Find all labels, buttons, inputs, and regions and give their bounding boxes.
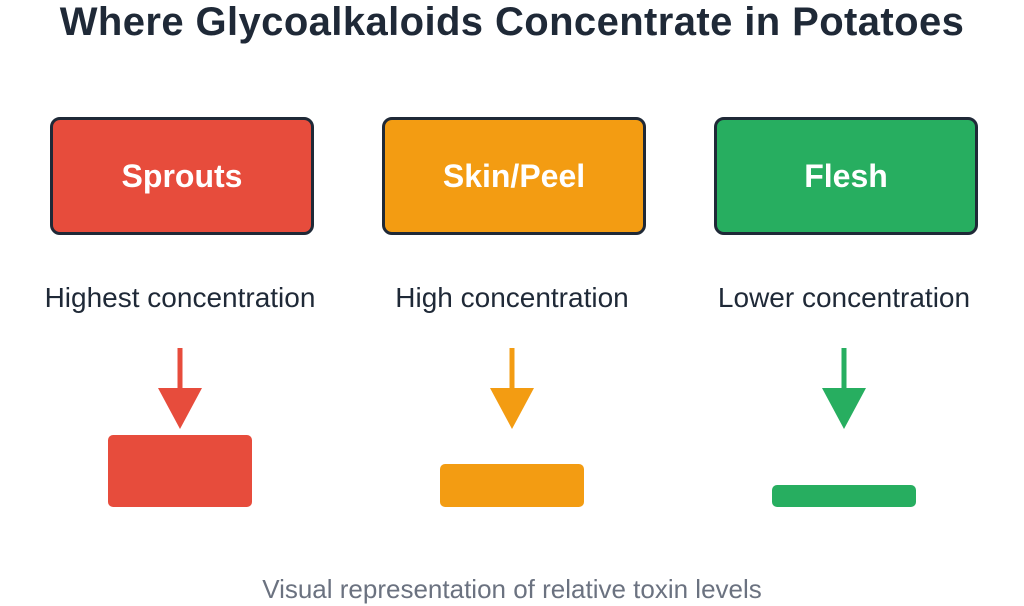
column-skin-peel: Skin/Peel High concentration xyxy=(362,0,662,606)
arrow-shaft xyxy=(177,348,183,390)
concentration-label: Highest concentration xyxy=(44,282,316,313)
part-name: Flesh xyxy=(804,157,888,194)
part-label-box: Flesh xyxy=(714,117,978,235)
concentration-label: High concentration xyxy=(395,282,629,313)
arrow-head xyxy=(158,388,202,429)
column-flesh: Flesh Lower concentration xyxy=(694,0,994,606)
part-label-box: Sprouts xyxy=(50,117,314,235)
arrow-shaft xyxy=(841,348,847,390)
page-title: Where Glycoalkaloids Concentrate in Pota… xyxy=(59,0,965,44)
level-bar xyxy=(772,485,916,507)
caption: Visual representation of relative toxin … xyxy=(262,574,762,604)
down-arrow-icon xyxy=(490,348,534,429)
concentration-label: Lower concentration xyxy=(717,282,971,313)
down-arrow-icon xyxy=(158,348,202,429)
part-label-box: Skin/Peel xyxy=(382,117,646,235)
level-bar xyxy=(108,435,252,507)
arrow-head xyxy=(822,388,866,429)
column-sprouts: Sprouts Highest concentration xyxy=(30,0,330,606)
part-name: Skin/Peel xyxy=(442,157,586,194)
part-name: Sprouts xyxy=(121,157,243,194)
down-arrow-icon xyxy=(822,348,866,429)
arrow-shaft xyxy=(509,348,515,390)
arrow-head xyxy=(490,388,534,429)
level-bar xyxy=(440,464,584,507)
